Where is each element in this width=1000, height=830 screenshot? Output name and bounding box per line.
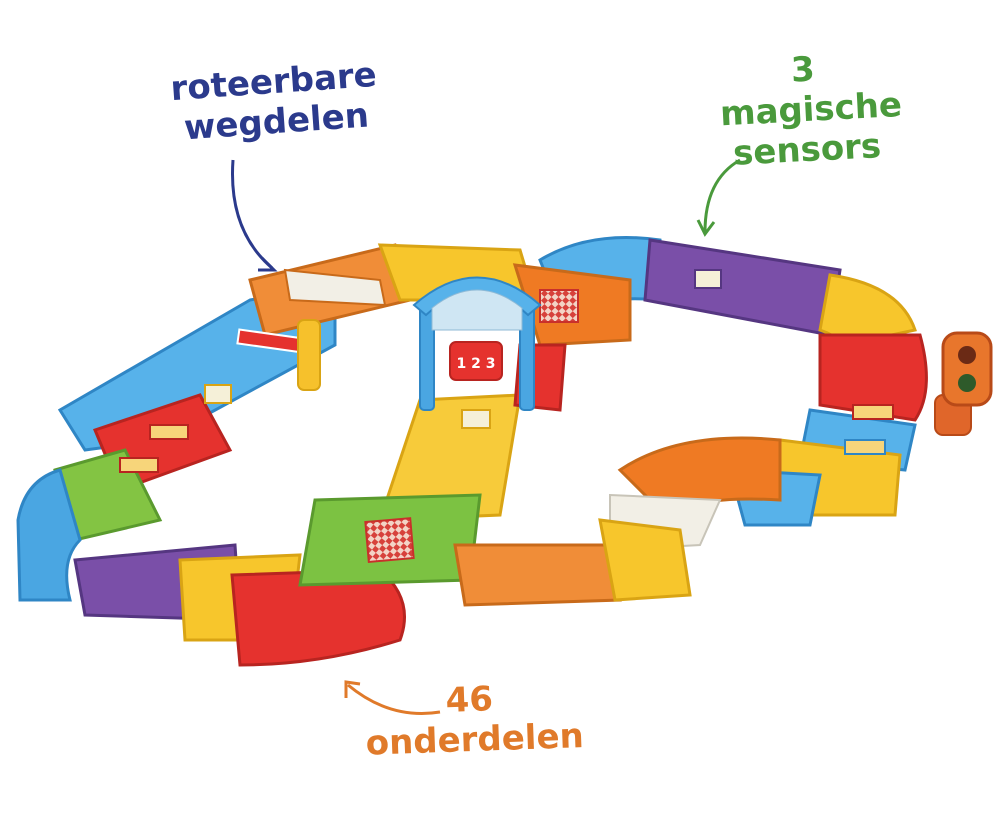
flexible-track-top <box>283 268 387 307</box>
road-sign-plate <box>852 404 894 420</box>
road-sign-plate <box>119 457 159 473</box>
callout-parts-line2: onderdelen <box>365 716 585 764</box>
railroad-barrier <box>236 319 321 391</box>
traffic-light <box>934 331 993 436</box>
track-piece-yellow-lower <box>598 518 692 602</box>
road-sign-plate <box>149 424 189 440</box>
right-track-loop <box>283 236 928 607</box>
road-sign-plate <box>844 439 886 455</box>
arrow-orange <box>347 683 441 715</box>
road-sign-plate <box>694 269 722 289</box>
arrow-blue-head <box>258 256 278 272</box>
number-sign <box>449 341 503 381</box>
arrow-orange-head <box>344 680 361 698</box>
crossing-checker-right <box>539 289 579 323</box>
callout-rotating-parts: roteerbare wegdelen <box>167 55 382 149</box>
callout-parts: 46 onderdelen <box>364 676 585 764</box>
road-sign-plate <box>204 384 232 404</box>
track-piece-purple-top-right <box>643 238 842 337</box>
track-piece-red-curve <box>230 568 406 667</box>
track-piece-blue-curve <box>16 468 82 602</box>
road-sign-plate <box>461 409 491 429</box>
arrow-green <box>703 158 741 233</box>
flexible-track-bottom <box>453 543 622 607</box>
arrow-green-head <box>696 219 716 237</box>
number-sign-text: 1 2 3 <box>457 356 496 372</box>
start-gate: 1 2 3 <box>412 276 542 411</box>
arrow-blue <box>231 159 273 270</box>
left-track-loop <box>16 243 538 667</box>
track-piece-yellow-corner <box>818 273 917 347</box>
track-piece-red-right <box>818 333 928 422</box>
callout-sensors: 3 magische sensors <box>717 46 903 175</box>
crossing-checker-left <box>364 517 415 564</box>
